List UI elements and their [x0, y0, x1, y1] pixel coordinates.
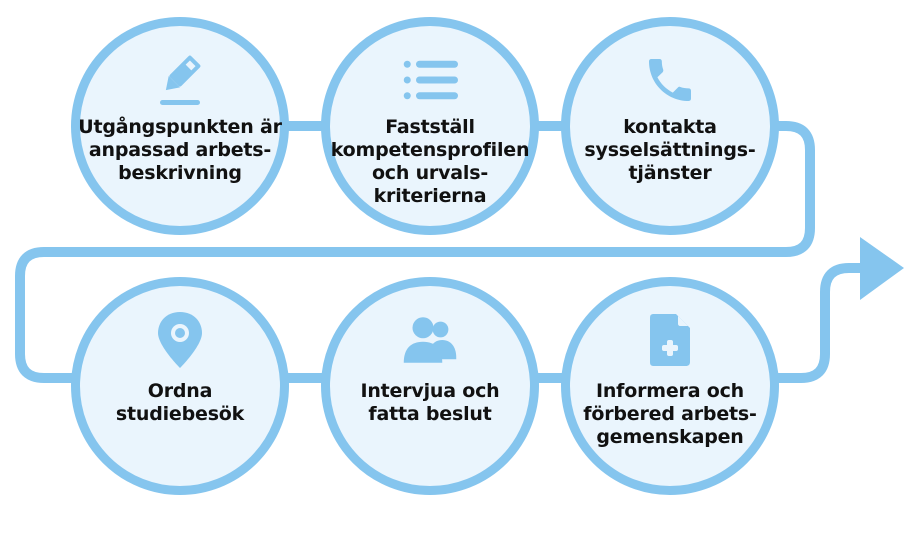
pencil-icon	[152, 52, 208, 108]
step-4-label: Ordna studiebesök	[115, 380, 245, 425]
step-1-circle: Utgångspunkten är anpassad arbets- beskr…	[71, 17, 289, 235]
step-5-circle: Intervjua och fatta beslut	[321, 277, 539, 495]
step-3-circle: kontakta sysselsättnings- tjänster	[561, 17, 779, 235]
step-2-circle: Fastställ kompetensprofilen och urvals- …	[321, 17, 539, 235]
step-6-circle: Informera och förbered arbets- gemenskap…	[561, 277, 779, 495]
step-3-label: kontakta sysselsättnings- tjänster	[584, 116, 756, 184]
step-6-label: Informera och förbered arbets- gemenskap…	[583, 380, 757, 448]
document-add-icon	[642, 312, 698, 368]
list-icon	[402, 52, 458, 108]
users-icon	[402, 312, 458, 368]
arrow-right-icon	[860, 237, 904, 300]
step-1-label: Utgångspunkten är anpassad arbets- beskr…	[78, 116, 282, 184]
step-5-label: Intervjua och fatta beslut	[360, 380, 500, 425]
phone-icon	[642, 52, 698, 108]
step-4-circle: Ordna studiebesök	[71, 277, 289, 495]
location-pin-icon	[152, 312, 208, 368]
step-2-label: Fastställ kompetensprofilen och urvals- …	[330, 116, 530, 207]
